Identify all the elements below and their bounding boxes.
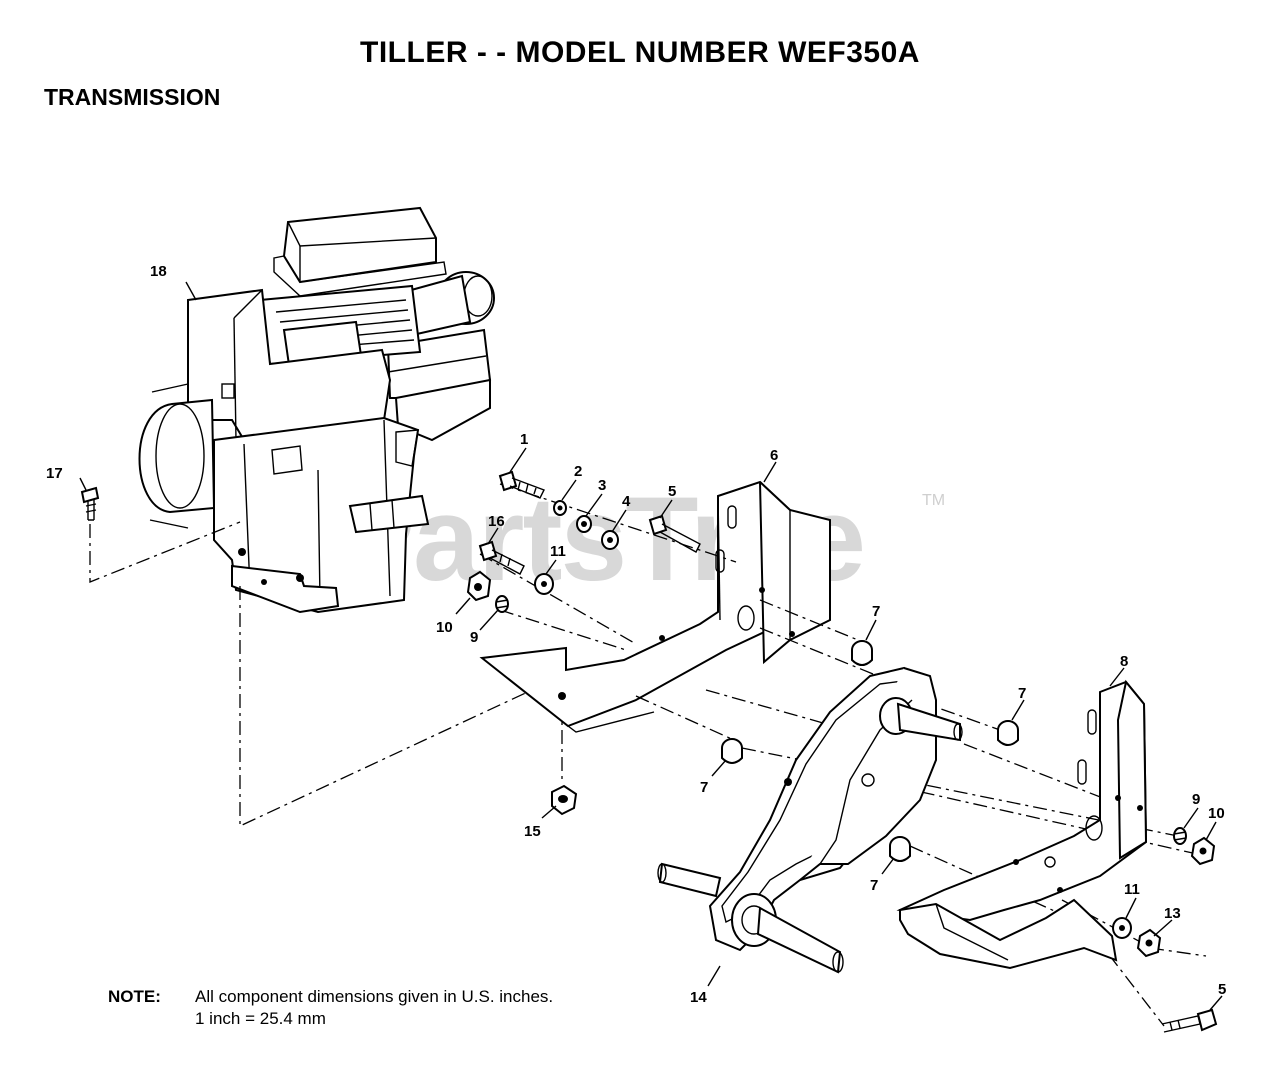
callout-9-right: 9 <box>1192 791 1200 808</box>
callout-14: 14 <box>690 989 707 1006</box>
callout-5-lower: 5 <box>1218 981 1226 998</box>
washer-3 <box>576 515 592 533</box>
callout-11-right: 11 <box>1124 881 1140 898</box>
note-text: All component dimensions given in U.S. i… <box>195 987 554 1006</box>
nut-13 <box>1136 928 1162 958</box>
callout-18: 18 <box>150 263 167 280</box>
bolt-5-lower <box>1161 1008 1218 1033</box>
washer-11-right <box>1112 917 1132 939</box>
callout-7-a: 7 <box>872 603 880 620</box>
callout-7-b: 7 <box>1018 685 1026 702</box>
bolt-17 <box>80 486 100 521</box>
washer-9-left <box>495 595 509 613</box>
spacer-7-b <box>997 720 1019 746</box>
callout-7-c: 7 <box>700 779 708 796</box>
watermark-trademark: TM <box>922 492 946 509</box>
callout-10-left: 10 <box>436 619 453 636</box>
bolt-5-upper <box>648 514 701 553</box>
callout-4: 4 <box>622 493 631 510</box>
callout-6: 6 <box>770 447 778 464</box>
right-bracket-8 <box>896 679 1148 970</box>
washer-11-left <box>534 573 554 595</box>
left-bracket-6 <box>479 480 831 733</box>
nut-10-left <box>466 570 492 602</box>
callout-1: 1 <box>520 431 528 448</box>
bolt-1 <box>498 470 545 499</box>
callout-15: 15 <box>524 823 541 840</box>
callout-7-d: 7 <box>870 877 878 894</box>
callout-2: 2 <box>574 463 582 480</box>
nut-15 <box>551 784 578 816</box>
washer-4 <box>601 530 619 550</box>
section-title: TRANSMISSION <box>44 84 221 110</box>
callout-16: 16 <box>488 513 505 530</box>
washer-9-right <box>1173 827 1187 845</box>
note-label: NOTE: <box>108 987 161 1006</box>
callout-10-right: 10 <box>1208 805 1225 822</box>
spacer-7-c <box>721 738 743 764</box>
spacer-7-d <box>889 836 911 862</box>
callout-9-left: 9 <box>470 629 478 646</box>
callout-3: 3 <box>598 477 606 494</box>
page-title: TILLER - - MODEL NUMBER WEF350A <box>360 36 920 69</box>
transmission-14 <box>657 666 963 974</box>
engine-assembly <box>138 206 495 614</box>
callout-8: 8 <box>1120 653 1128 670</box>
callout-13: 13 <box>1164 905 1181 922</box>
note-conversion: 1 inch = 25.4 mm <box>195 1009 326 1028</box>
callout-17: 17 <box>46 465 63 482</box>
spacer-7-a <box>851 640 873 666</box>
bolt-16 <box>478 540 525 575</box>
callout-5-upper: 5 <box>668 483 676 500</box>
callout-11-left: 11 <box>550 543 566 560</box>
nut-10-right <box>1190 836 1216 866</box>
washer-2 <box>553 500 567 516</box>
